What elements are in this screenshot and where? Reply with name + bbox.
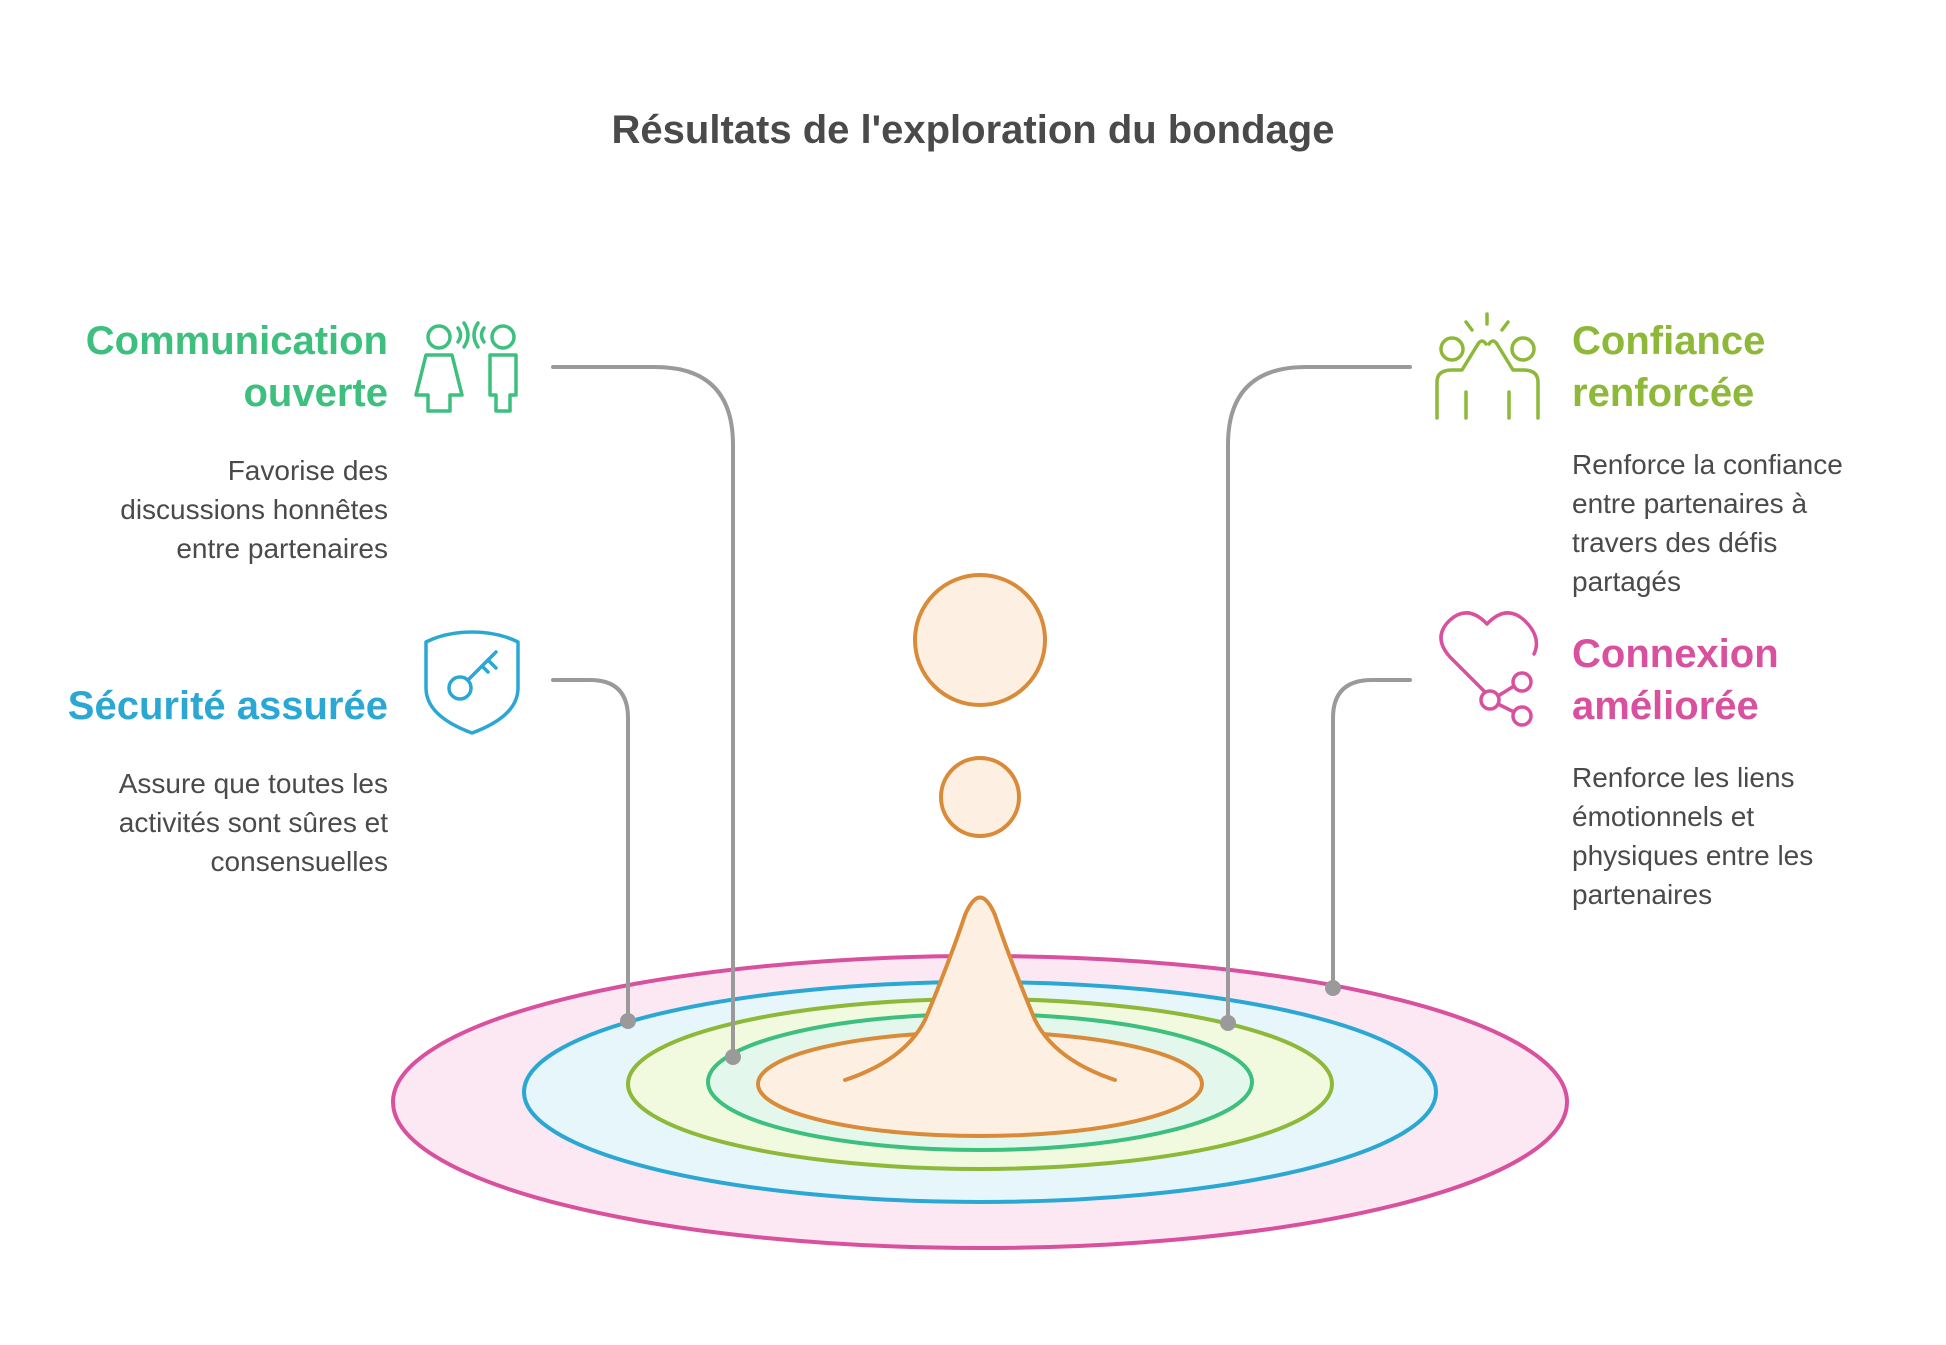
connexion-desc-line4: partenaires bbox=[1572, 879, 1713, 910]
drop-small bbox=[939, 756, 1021, 838]
connector-connexion bbox=[1331, 678, 1412, 990]
communication-desc-line3: entre partenaires bbox=[176, 533, 388, 564]
splash-peak bbox=[845, 897, 1115, 1093]
confiance-desc-line1: Renforce la confiance bbox=[1572, 449, 1843, 480]
dot-communication bbox=[725, 1049, 741, 1065]
communication-desc-line2: discussions honnêtes bbox=[120, 494, 388, 525]
connectors bbox=[551, 365, 1412, 1059]
connexion-desc-line1: Renforce les liens bbox=[1572, 762, 1795, 793]
connector-securite bbox=[551, 678, 630, 1023]
drop-large bbox=[913, 573, 1047, 707]
connexion-desc-line2: émotionnels et bbox=[1572, 801, 1755, 832]
dot-confiance bbox=[1220, 1015, 1236, 1031]
connexion-heading-line1: Connexion bbox=[1572, 632, 1779, 676]
securite-desc-line2: activités sont sûres et bbox=[118, 807, 388, 838]
confiance-heading: Confiance renforcée bbox=[1572, 315, 1765, 419]
communication-heading: Communication ouverte bbox=[86, 315, 388, 419]
splash-outline bbox=[843, 895, 1117, 1082]
connector-confiance bbox=[1226, 365, 1412, 1025]
people-talking-icon bbox=[414, 321, 518, 413]
confiance-heading-line2: renforcée bbox=[1572, 371, 1755, 415]
confiance-description: Renforce la confiance entre partenaires … bbox=[1572, 445, 1843, 601]
connexion-heading: Connexion améliorée bbox=[1572, 628, 1779, 732]
communication-heading-line1: Communication bbox=[85, 319, 388, 363]
confiance-desc-line2: entre partenaires à bbox=[1572, 488, 1808, 519]
dot-connexion bbox=[1325, 980, 1341, 996]
securite-heading-line1: Sécurité assurée bbox=[67, 684, 388, 728]
connector-communication bbox=[551, 365, 735, 1059]
connexion-description: Renforce les liens émotionnels et physiq… bbox=[1572, 758, 1813, 914]
securite-heading: Sécurité assurée bbox=[68, 680, 388, 732]
confiance-desc-line4: partagés bbox=[1572, 566, 1681, 597]
connexion-desc-line3: physiques entre les bbox=[1572, 840, 1814, 871]
diagram-title: Résultats de l'exploration du bondage bbox=[611, 108, 1335, 152]
communication-description: Favorise des discussions honnêtes entre … bbox=[120, 451, 388, 568]
shield-key-icon bbox=[424, 630, 520, 735]
heart-share-icon bbox=[1439, 611, 1539, 727]
securite-desc-line3: consensuelles bbox=[210, 846, 388, 877]
connexion-heading-line2: améliorée bbox=[1572, 684, 1759, 728]
communication-desc-line1: Favorise des bbox=[227, 455, 388, 486]
connector-dots bbox=[620, 980, 1341, 1065]
securite-description: Assure que toutes les activités sont sûr… bbox=[119, 764, 388, 881]
dot-securite bbox=[620, 1013, 636, 1029]
confiance-desc-line3: travers des défis bbox=[1572, 527, 1778, 558]
securite-desc-line1: Assure que toutes les bbox=[118, 768, 388, 799]
communication-heading-line2: ouverte bbox=[243, 371, 389, 415]
high-five-icon bbox=[1435, 312, 1540, 420]
confiance-heading-line1: Confiance bbox=[1572, 319, 1766, 363]
